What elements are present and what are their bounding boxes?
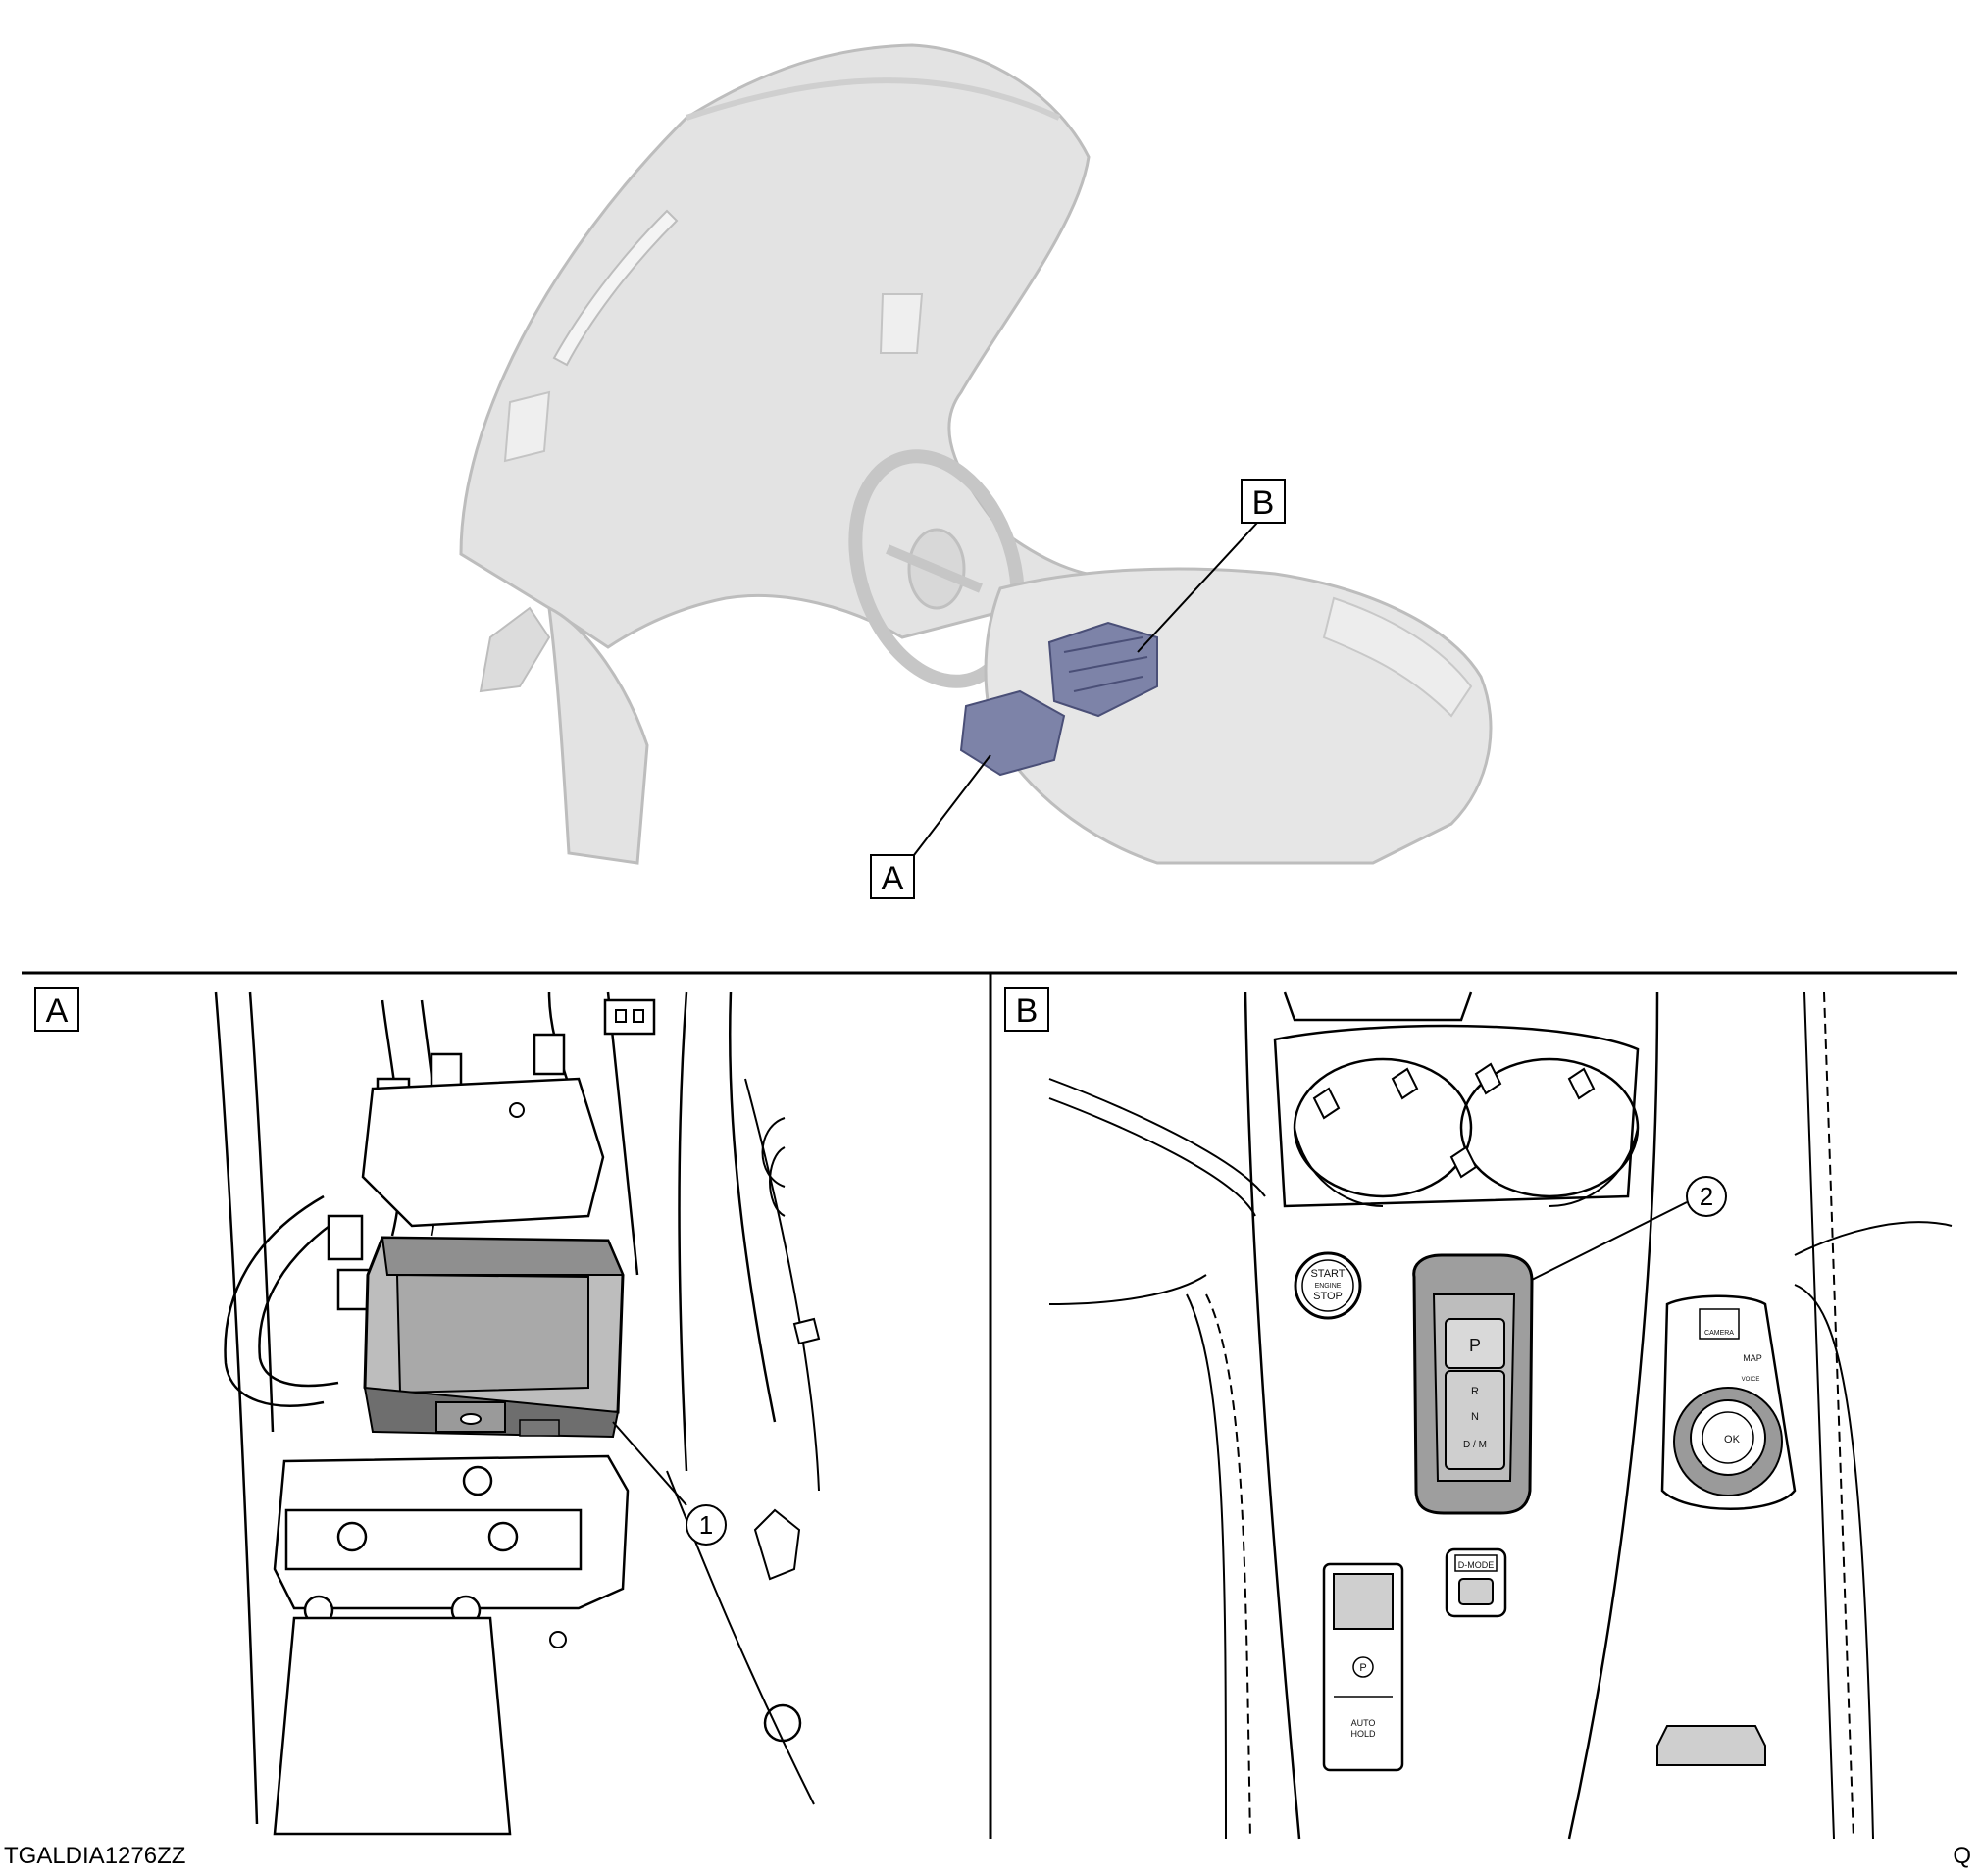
svg-text:P: P: [1359, 1662, 1366, 1674]
leader-line-a: [913, 754, 991, 856]
defroster-vent: [552, 209, 679, 367]
panel-a: A: [34, 987, 821, 1836]
svg-text:START: START: [1310, 1268, 1345, 1280]
callout-b-text: B: [1252, 484, 1275, 522]
callout-a-text: A: [882, 860, 904, 897]
panel-b: B START ENGINE STOP: [1004, 987, 1953, 1840]
panel-b-label: B: [1016, 992, 1039, 1030]
connector: [603, 998, 656, 1036]
svg-text:AUTO: AUTO: [1351, 1718, 1376, 1728]
item-2-circle: [1686, 1176, 1727, 1217]
callout-box-a: [870, 854, 915, 899]
callout-box-b: [1241, 479, 1286, 524]
shift-selector-2: P R N D / M: [1412, 1253, 1534, 1515]
detail-panel-frames: [22, 971, 1957, 1839]
module-a-overview: [959, 689, 1066, 777]
steering-wheel: [848, 449, 1025, 688]
svg-text:P: P: [1469, 1336, 1481, 1355]
svg-text:ENGINE: ENGINE: [1315, 1283, 1342, 1290]
svg-text:OK: OK: [1724, 1434, 1741, 1445]
start-stop-button: START ENGINE STOP: [1294, 1251, 1362, 1320]
svg-text:HOLD: HOLD: [1350, 1729, 1376, 1739]
svg-text:CAMERA: CAMERA: [1704, 1330, 1734, 1337]
svg-text:D-MODE: D-MODE: [1458, 1560, 1495, 1570]
parking-brake-auto-hold-switch: P AUTO HOLD: [1322, 1562, 1404, 1772]
multifunction-controller: CAMERA MAP VOICE OK: [1660, 1294, 1797, 1510]
leader-line-2: [1531, 1201, 1688, 1281]
figure-code: TGALDIA1276ZZ: [4, 1843, 186, 1869]
panel-b-label-box: [1004, 987, 1049, 1032]
control-module-1: [363, 1236, 625, 1439]
connector: [533, 1033, 566, 1076]
svg-text:STOP: STOP: [1313, 1291, 1343, 1302]
leader-line-1: [612, 1421, 687, 1506]
d-mode-switch: D-MODE: [1445, 1547, 1507, 1618]
item-1-circle: [686, 1504, 727, 1546]
instrument-panel: [459, 43, 1129, 649]
leader-line-b: [1137, 522, 1258, 653]
svg-text:R: R: [1471, 1386, 1479, 1397]
dashboard-overview: B A: [459, 43, 1493, 899]
item-2-number: 2: [1700, 1182, 1713, 1211]
connector: [327, 1214, 364, 1261]
svg-text:VOICE: VOICE: [1742, 1377, 1760, 1383]
svg-text:D / M: D / M: [1463, 1440, 1487, 1450]
item-1-number: 1: [699, 1510, 713, 1540]
svg-text:MAP: MAP: [1743, 1353, 1762, 1363]
svg-text:N: N: [1471, 1411, 1479, 1423]
corner-mark: Q: [1953, 1843, 1971, 1869]
wire-harness: [224, 1194, 325, 1407]
module-b-overview: [1047, 621, 1158, 718]
panel-a-label-box: [34, 987, 79, 1032]
cup-holders: [1273, 1024, 1640, 1208]
panel-a-label: A: [46, 992, 69, 1030]
side-panel: [547, 605, 649, 865]
